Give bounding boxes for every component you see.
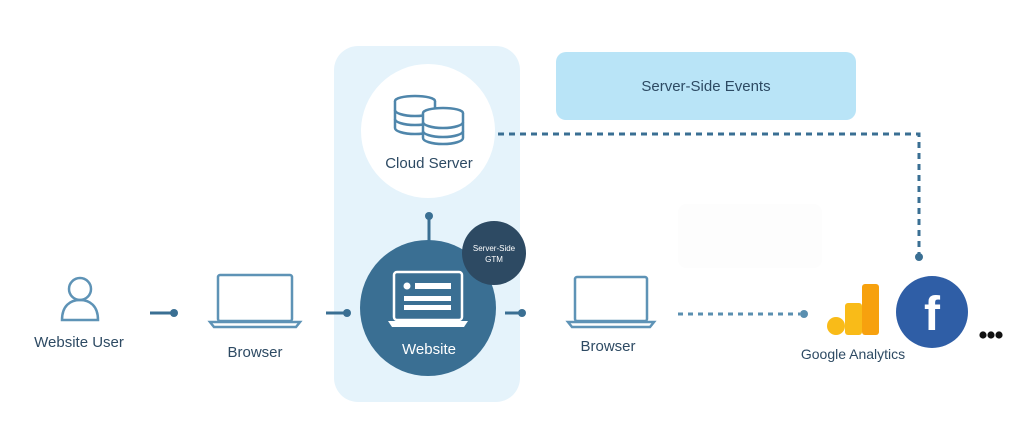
user-icon (60, 276, 100, 322)
laptop-icon (565, 275, 657, 329)
website-user-label: Website User (34, 334, 124, 351)
gtm-badge-line-2: GTM (485, 255, 503, 264)
google-analytics-icon (827, 284, 879, 335)
server-side-events-label: Server-Side Events (641, 77, 771, 95)
connector-dot (425, 212, 433, 220)
google-analytics-label: Google Analytics (800, 346, 906, 362)
faded-placeholder-box (678, 204, 822, 268)
browser-left-label: Browser (227, 344, 283, 361)
facebook-glyph: f (924, 288, 941, 341)
browser-right-label: Browser (580, 338, 636, 355)
laptop-icon (207, 273, 303, 329)
connector-dot (800, 310, 808, 318)
server-side-events-banner: Server-Side Events (556, 52, 856, 120)
server-side-gtm-badge (462, 221, 526, 285)
gtm-badge-line-1: Server-Side (473, 244, 516, 253)
website-window-icon (388, 270, 468, 327)
website-label: Website (402, 341, 456, 358)
connector-dot (343, 309, 351, 317)
database-icon (393, 94, 465, 146)
cloud-server-label: Cloud Server (385, 155, 473, 172)
connector-dot (915, 253, 923, 261)
more-dots-icon (979, 331, 1003, 339)
dashed-cloud-to-facebook (498, 132, 921, 254)
connector-dot (170, 309, 178, 317)
facebook-icon: f (896, 276, 968, 348)
connectors (150, 132, 923, 318)
connector-dot (518, 309, 526, 317)
